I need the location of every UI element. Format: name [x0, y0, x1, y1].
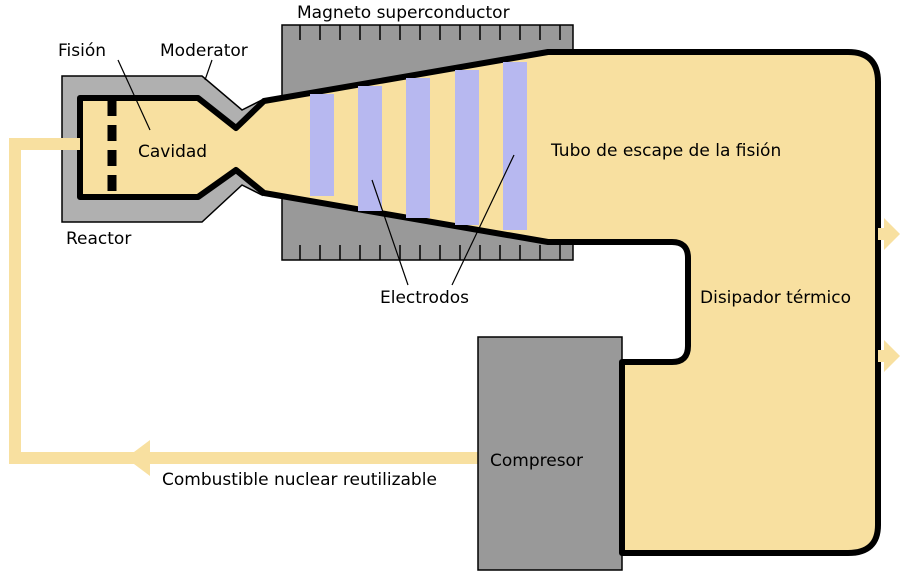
fision-label: Fisión [58, 41, 106, 61]
electrode-3 [406, 78, 430, 218]
combustible-label: Combustible nuclear reutilizable [162, 470, 437, 490]
electrode-4 [455, 70, 479, 225]
electrodes [310, 62, 527, 230]
electrode-1 [310, 94, 334, 196]
fission-flow-region [77, 49, 881, 556]
heat-sink-outlet-arrow-upper [878, 218, 900, 250]
electrode-5 [503, 62, 527, 230]
electrodos-leader-line-right [451, 154, 515, 286]
electrodos-label: Electrodos [380, 288, 469, 308]
compresor-label: Compresor [490, 451, 583, 471]
reactor-label: Reactor [66, 229, 131, 249]
moderator-label: Moderator [160, 41, 248, 61]
magnet-ticks-top [299, 25, 561, 40]
magnet-ticks-bottom [299, 245, 561, 260]
fision-leader-line [117, 59, 151, 131]
fuel-return-line [9, 138, 480, 464]
compressor [477, 336, 623, 571]
disipador-label: Disipador térmico [700, 288, 851, 308]
electrodos-leader-line-left [371, 179, 409, 286]
magnet-label: Magneto superconductor [297, 3, 510, 23]
moderator-leader-line [204, 59, 213, 81]
electrode-2 [358, 86, 382, 211]
exhaust-label: Tubo de escape de la fisión [550, 141, 781, 161]
cavidad-label: Cavidad [138, 142, 207, 162]
fuel-return-arrowhead [126, 440, 150, 476]
heat-sink-outlet-arrow-lower [878, 340, 900, 372]
